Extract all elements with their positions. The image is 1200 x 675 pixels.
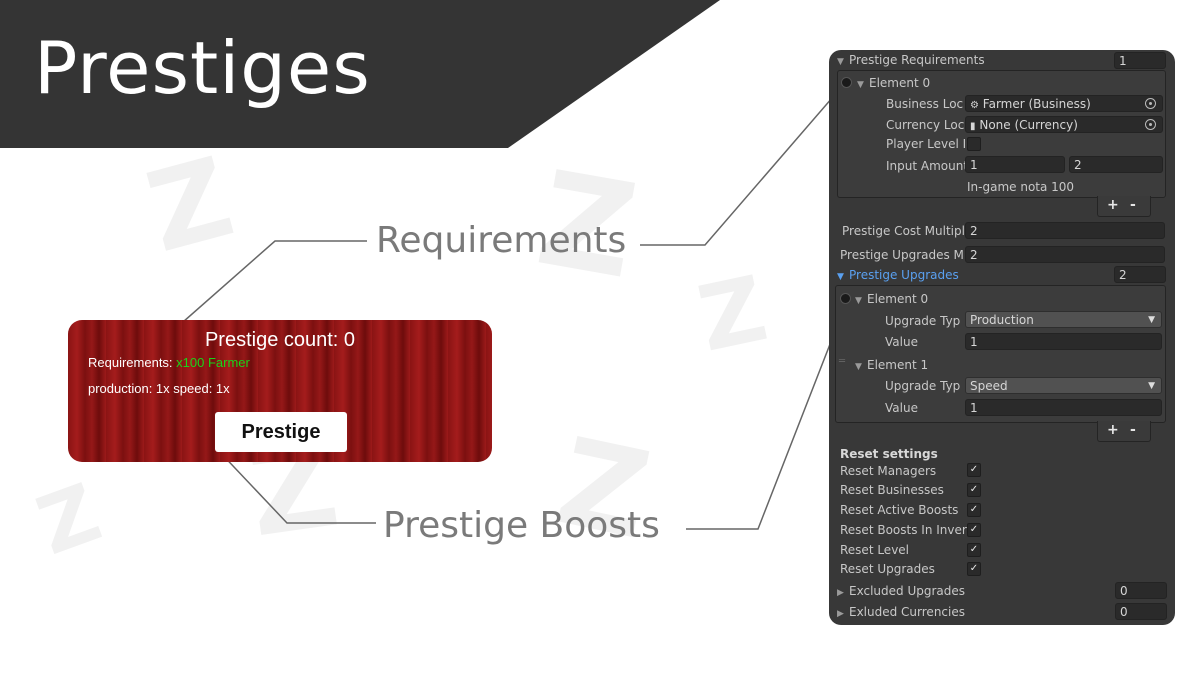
reset-active-boosts-checkbox[interactable]: ✓ xyxy=(967,503,981,517)
input-amount-label: Input Amount xyxy=(886,159,969,173)
inspector-panel: ▼ Prestige Requirements 1 ▼ Element 0 Busi… xyxy=(829,50,1175,625)
reset-managers-checkbox[interactable]: ✓ xyxy=(967,463,981,477)
business-location-label: Business Loc xyxy=(886,97,964,111)
upgrade-type-label-1: Upgrade Typ xyxy=(885,379,961,393)
chevron-down-icon: ▼ xyxy=(1148,381,1155,391)
triangle-right-icon: ▶ xyxy=(837,588,844,598)
requirements-label: Requirements: xyxy=(88,355,177,370)
prestige-upgrades-foldout[interactable]: ▼ Prestige Upgrades xyxy=(837,268,959,282)
triangle-down-icon: ▼ xyxy=(837,57,844,67)
business-location-value: Farmer (Business) xyxy=(982,97,1091,111)
reset-level-checkbox[interactable]: ✓ xyxy=(967,543,981,557)
prestige-upgrades-multiplier-field[interactable]: 2 xyxy=(965,246,1165,263)
req-element0-foldout[interactable]: ▼ Element 0 xyxy=(857,76,930,90)
reset-businesses-label: Reset Businesses xyxy=(840,483,944,497)
requirements-text: Requirements: x100 Farmer xyxy=(88,355,250,370)
input-amount-field-1[interactable]: 1 xyxy=(965,156,1065,173)
prestige-button[interactable]: Prestige xyxy=(215,412,347,452)
player-level-label: Player Level I xyxy=(886,137,967,151)
drag-lines-icon[interactable]: ═ xyxy=(839,356,846,367)
add-element-button[interactable]: + xyxy=(1107,422,1119,438)
upgrade-type-value-1: Speed xyxy=(970,379,1008,393)
reset-managers-label: Reset Managers xyxy=(840,464,937,478)
upgrade-value-field-0[interactable]: 1 xyxy=(965,333,1162,350)
requirements-callout: Requirements xyxy=(376,220,627,261)
chevron-down-icon: ▼ xyxy=(1148,315,1155,325)
prestige-cost-multiplier-field[interactable]: 2 xyxy=(965,222,1165,239)
prestige-upgrades-size-field[interactable]: 2 xyxy=(1114,266,1166,283)
player-level-checkbox[interactable] xyxy=(967,137,981,151)
triangle-down-icon: ▼ xyxy=(857,80,864,90)
business-object-icon: ⚙ xyxy=(970,100,979,111)
reset-boosts-inventory-label: Reset Boosts In Inver xyxy=(840,523,967,537)
page-title: Prestiges xyxy=(34,26,371,110)
reset-level-label: Reset Level xyxy=(840,543,910,557)
input-amount-note: In-game nota 100 xyxy=(967,180,1075,194)
requirements-add-remove: + - xyxy=(1097,196,1151,217)
triangle-down-icon: ▼ xyxy=(837,272,844,282)
upgrade-value-field-1[interactable]: 1 xyxy=(965,399,1162,416)
upgrade-type-value-0: Production xyxy=(970,313,1034,327)
excluded-upgrades-size-field[interactable]: 0 xyxy=(1115,582,1167,599)
req-element0-label: Element 0 xyxy=(869,76,931,90)
excluded-currencies-size-field[interactable]: 0 xyxy=(1115,603,1167,620)
remove-element-button[interactable]: - xyxy=(1130,197,1136,213)
triangle-down-icon: ▼ xyxy=(855,362,862,372)
prestige-requirements-foldout[interactable]: ▼ Prestige Requirements xyxy=(837,53,985,67)
prestige-requirements-size-field[interactable]: 1 xyxy=(1114,52,1166,69)
reset-settings-heading: Reset settings xyxy=(840,447,938,461)
requirements-value: x100 Farmer xyxy=(176,355,250,370)
triangle-down-icon: ▼ xyxy=(855,296,862,306)
reset-businesses-checkbox[interactable]: ✓ xyxy=(967,483,981,497)
reset-upgrades-label: Reset Upgrades xyxy=(840,562,935,576)
reset-active-boosts-label: Reset Active Boosts xyxy=(840,503,959,517)
up-element0-foldout[interactable]: ▼ Element 0 xyxy=(855,292,928,306)
remove-element-button[interactable]: - xyxy=(1130,422,1136,438)
excluded-upgrades-foldout[interactable]: ▶ Excluded Upgrades xyxy=(837,584,965,598)
prestige-cost-multiplier-label: Prestige Cost Multipl xyxy=(842,224,965,238)
requirements-list-box xyxy=(837,70,1166,198)
prestige-count: Prestige count: 0 xyxy=(204,329,356,351)
prestige-game-panel: Prestige count: 0 Requirements: x100 Far… xyxy=(68,320,492,462)
drag-handle-icon[interactable] xyxy=(841,77,852,88)
excluded-currencies-foldout[interactable]: ▶ Exluded Currencies xyxy=(837,605,965,619)
prestige-upgrades-label: Prestige Upgrades xyxy=(849,268,959,282)
excluded-upgrades-label: Excluded Upgrades xyxy=(849,584,965,598)
reset-boosts-inventory-checkbox[interactable]: ✓ xyxy=(967,523,981,537)
excluded-currencies-label: Exluded Currencies xyxy=(849,605,965,619)
currency-location-field[interactable]: ▮ None (Currency) xyxy=(965,116,1163,133)
currency-location-label: Currency Loc xyxy=(886,118,965,132)
up-element1-label: Element 1 xyxy=(867,358,929,372)
up-element0-label: Element 0 xyxy=(867,292,929,306)
upgrades-add-remove: + - xyxy=(1097,421,1151,442)
upgrade-type-dropdown-0[interactable]: Production ▼ xyxy=(965,311,1162,328)
upgrade-value-label-0: Value xyxy=(885,335,918,349)
input-amount-field-2[interactable]: 2 xyxy=(1069,156,1163,173)
business-location-field[interactable]: ⚙ Farmer (Business) xyxy=(965,95,1163,112)
upgrade-value-label-1: Value xyxy=(885,401,918,415)
object-picker-icon[interactable] xyxy=(1145,98,1156,109)
upgrade-type-label-0: Upgrade Typ xyxy=(885,314,961,328)
up-element1-foldout[interactable]: ▼ Element 1 xyxy=(855,358,928,372)
triangle-right-icon: ▶ xyxy=(837,609,844,619)
drag-handle-icon[interactable] xyxy=(840,293,851,304)
upgrade-type-dropdown-1[interactable]: Speed ▼ xyxy=(965,377,1162,394)
document-icon: ▮ xyxy=(970,121,976,132)
currency-location-value: None (Currency) xyxy=(979,118,1078,132)
prestige-requirements-label: Prestige Requirements xyxy=(849,53,985,67)
object-picker-icon[interactable] xyxy=(1145,119,1156,130)
production-text: production: 1x speed: 1x xyxy=(88,381,230,396)
prestige-boosts-callout: Prestige Boosts xyxy=(383,505,660,546)
reset-upgrades-checkbox[interactable]: ✓ xyxy=(967,562,981,576)
prestige-upgrades-multiplier-label: Prestige Upgrades M xyxy=(840,248,964,262)
add-element-button[interactable]: + xyxy=(1107,197,1119,213)
